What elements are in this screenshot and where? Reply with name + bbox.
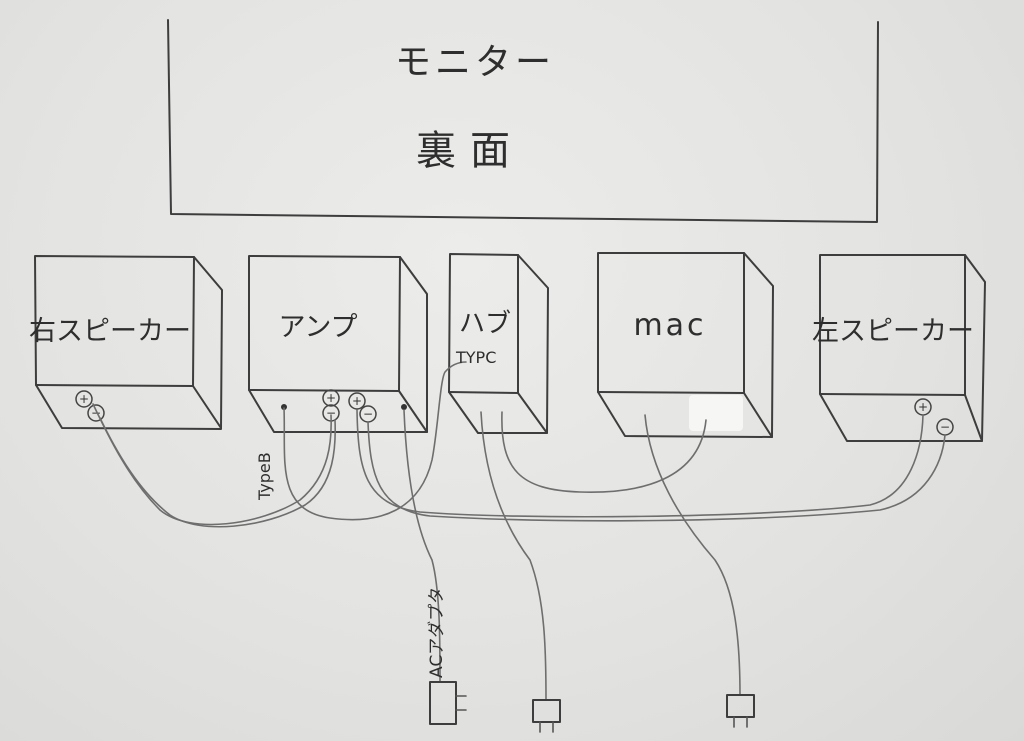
right-speaker-cable-b bbox=[99, 417, 337, 528]
ac-adapter-plug bbox=[429, 681, 467, 725]
mac-power-cable bbox=[644, 414, 741, 696]
left-speaker-cable-b bbox=[367, 421, 946, 522]
left-speaker-minus-terminal: − bbox=[936, 418, 954, 436]
amp-dc-port bbox=[401, 404, 407, 410]
mac-power-plug bbox=[726, 694, 755, 728]
mac-label: mac bbox=[633, 308, 706, 343]
right-speaker-label: 右スピーカー bbox=[29, 316, 191, 347]
type-b-cable bbox=[283, 361, 467, 521]
amp-box: アンプ bbox=[248, 255, 428, 433]
mac-box: mac bbox=[597, 252, 774, 438]
svg-text:+: + bbox=[79, 392, 89, 406]
svg-text:−: − bbox=[326, 406, 336, 420]
amp-label: アンプ bbox=[278, 312, 357, 343]
monitor-back-label: 裏面 bbox=[416, 128, 524, 174]
svg-text:+: + bbox=[352, 394, 362, 408]
left-speaker-box: 左スピーカー bbox=[812, 254, 986, 442]
amp-plus-terminal-b: + bbox=[348, 392, 366, 410]
left-speaker-cable-a bbox=[356, 409, 924, 518]
type-c-label: TYPC bbox=[455, 348, 496, 367]
svg-text:+: + bbox=[326, 391, 336, 405]
hub-power-plug bbox=[532, 699, 561, 733]
svg-text:−: − bbox=[91, 406, 101, 420]
monitor-label: モニター bbox=[395, 42, 555, 83]
amp-minus-terminal-b: − bbox=[359, 405, 377, 423]
left-speaker-label: 左スピーカー bbox=[812, 316, 974, 347]
right-speaker-plus-terminal: + bbox=[75, 390, 93, 408]
hub-label: ハブ bbox=[459, 309, 511, 339]
right-speaker-minus-terminal: − bbox=[87, 404, 105, 422]
right-speaker-box: 右スピーカー bbox=[29, 255, 223, 430]
correction-tape bbox=[689, 395, 743, 431]
ac-adapter-cable bbox=[403, 409, 441, 683]
ac-adapter-label: ACアダプタ bbox=[427, 587, 447, 678]
svg-text:+: + bbox=[918, 400, 928, 414]
svg-text:−: − bbox=[940, 420, 950, 434]
hub-power-cable bbox=[480, 411, 547, 701]
hub-mac-cable bbox=[501, 411, 707, 493]
right-speaker-cable-a bbox=[92, 403, 332, 526]
amp-usb-port bbox=[281, 404, 287, 410]
type-b-label: TypeB bbox=[255, 452, 274, 501]
svg-text:−: − bbox=[363, 407, 373, 421]
left-speaker-plus-terminal: + bbox=[914, 398, 932, 416]
cables bbox=[92, 361, 946, 701]
amp-plus-terminal-a: + bbox=[322, 389, 340, 407]
monitor-back: モニター 裏面 bbox=[167, 19, 879, 223]
hub-box: ハブ bbox=[448, 253, 549, 434]
